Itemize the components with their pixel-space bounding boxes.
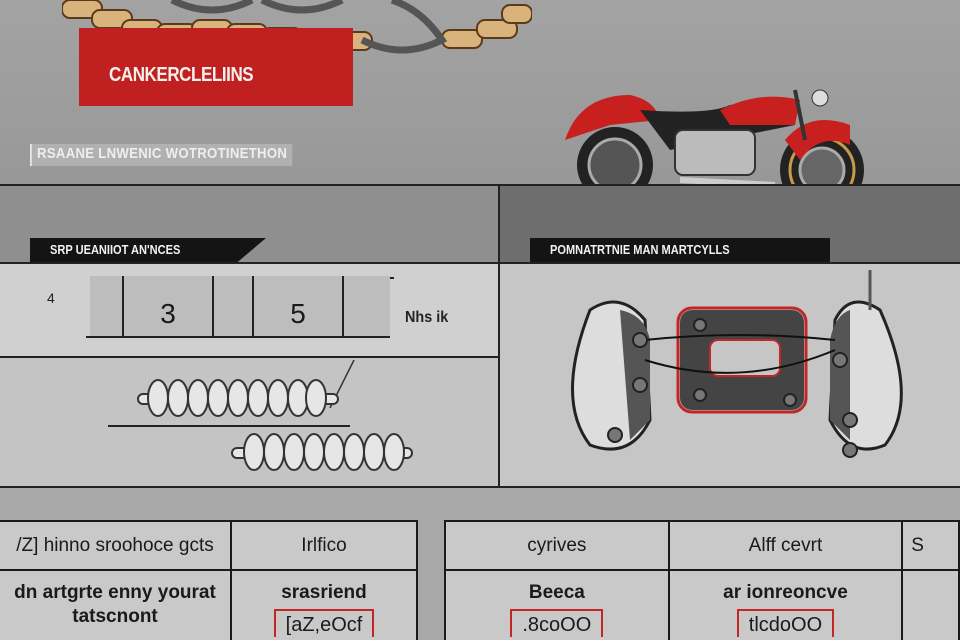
table-header: cyrives <box>444 520 670 571</box>
code-badge: [aZ,eOcf <box>273 609 375 637</box>
rack-cell: 3 <box>124 276 214 338</box>
rack-bottom-line <box>86 336 390 338</box>
brand-banner: CANKERCLELIINS <box>79 28 353 106</box>
table-cell <box>901 569 960 640</box>
spec-table-left: /Z] hinno sroohoce gcts Irlfico dn artgr… <box>0 520 418 640</box>
rack-right-label: Nhs ik <box>405 309 449 326</box>
section-tab-left[interactable]: SRP UEANIIOT AN'NCES <box>30 238 266 262</box>
table-cell: dn artgrte enny yourat tatscnont <box>0 569 232 640</box>
table-cell: srasriend [aZ,eOcf <box>230 569 418 640</box>
table-header: /Z] hinno sroohoce gcts <box>0 520 232 571</box>
brand-title: CANKERCLELIINS <box>109 64 254 86</box>
rack-cell: 5 <box>254 276 344 338</box>
rack-cell <box>214 276 254 338</box>
section-tab-right[interactable]: POMNATRTNIE MAN MARTCYLLS <box>530 238 830 262</box>
brake-caliper-icon <box>571 270 903 458</box>
rack-left-label: 4 <box>47 290 55 306</box>
table-cell: Beeca .8coOO <box>444 569 670 640</box>
rack-cell <box>90 276 124 338</box>
code-badge: tlcdoOO <box>736 609 835 637</box>
rack-diagram: 3 5 <box>82 268 408 338</box>
rack-cell <box>344 276 390 338</box>
table-cell: ar ionreoncve tlcdoOO <box>667 569 904 640</box>
table-header: S <box>901 520 960 571</box>
code-badge: .8coOO <box>510 609 604 637</box>
spec-table-right: cyrives Alff cevrt S Beeca .8coOO ar ion… <box>444 520 960 640</box>
page-subtitle: RSAANE LNWENIC WOTROTINETHON <box>30 144 293 166</box>
table-header: Alff cevrt <box>667 520 904 571</box>
table-header: Irlfico <box>230 520 418 571</box>
springs-icon <box>108 360 413 471</box>
